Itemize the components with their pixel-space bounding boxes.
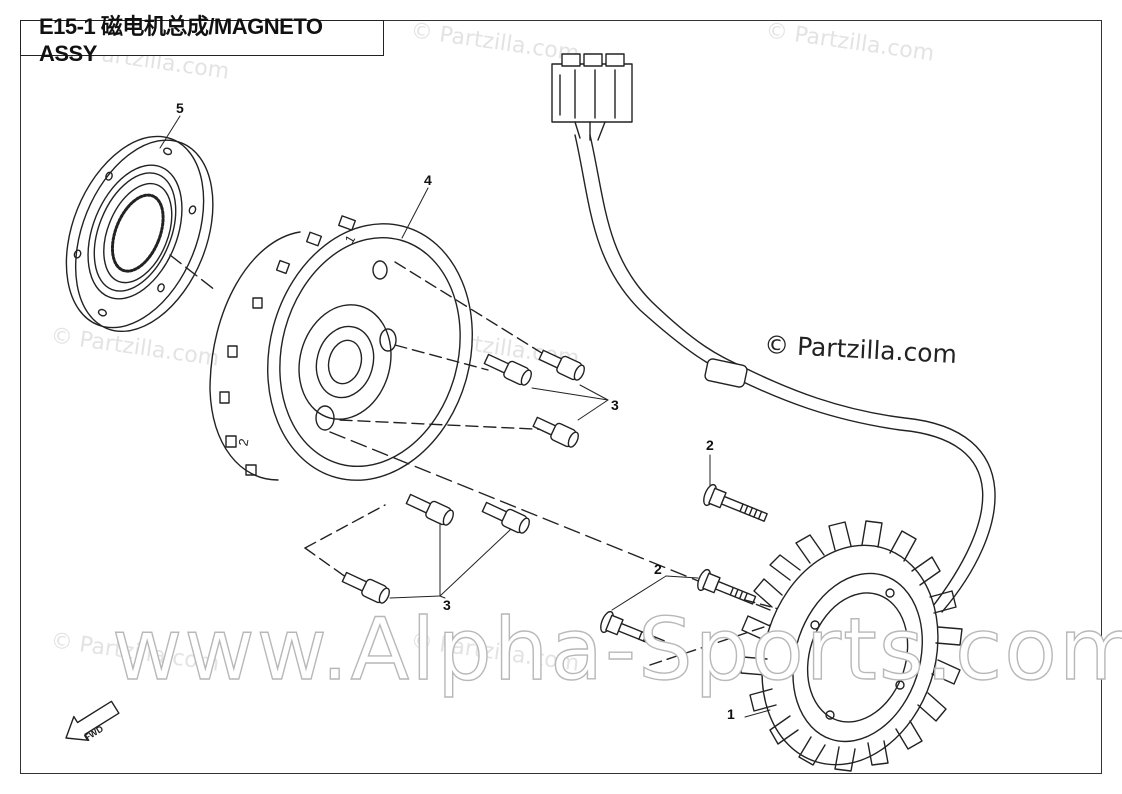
callout-flywheel: 4: [424, 172, 432, 188]
flywheel-mark-2: 2: [235, 437, 251, 447]
fwd-arrow-icon: [65, 700, 120, 742]
diagram-title: E15-1 磁电机总成/MAGNETO ASSY: [20, 14, 384, 66]
starter-clutch: [65, 135, 214, 333]
stator-assembly: [551, 53, 996, 772]
alpha-sports-watermark: www.Alpha-Sports.com: [111, 599, 1122, 700]
callout-stator-bolt: 2: [654, 561, 662, 577]
callout-stator-bolt: 2: [706, 437, 714, 453]
callout-stator: 1: [727, 706, 735, 722]
callout-flywheel-bolts: 3: [611, 397, 619, 413]
callout-flywheel-bolts: 3: [443, 597, 451, 613]
stator-bolts: [600, 483, 768, 649]
drawing-frame: [20, 20, 1102, 774]
callout-starter-clutch: 5: [176, 100, 184, 116]
flywheel-rotor: [209, 215, 473, 481]
flywheel-bolts: [341, 349, 585, 604]
